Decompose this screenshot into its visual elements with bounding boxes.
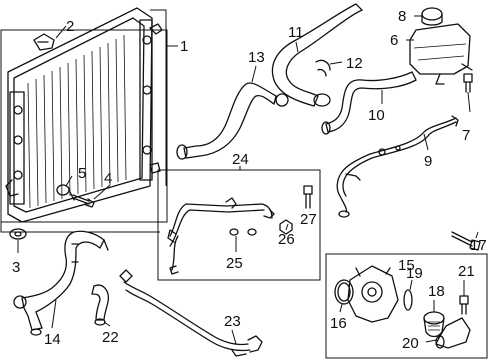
callout-15: 15 [398,257,415,274]
radiator-hose [183,82,277,159]
callout-8: 8 [398,8,406,25]
long-bolt [451,231,481,251]
nut [279,219,293,235]
callout-26: 26 [278,231,295,248]
callout-7: 7 [462,127,470,144]
callout-4: 4 [104,170,112,187]
small-hose [91,284,110,321]
callout-10: 10 [368,107,385,124]
housing-bolt [459,295,469,315]
thermostat-housing [347,265,399,323]
thermostat [423,311,445,338]
radiator [0,7,168,223]
callout-16: 16 [330,315,347,332]
bypass-pipe [336,117,457,213]
coolant-reservoir [409,23,473,85]
drain-plug [69,191,95,208]
callout-9: 9 [424,153,432,170]
grommet [9,228,27,240]
reservoir-cap [421,7,443,26]
callout-11: 11 [288,24,304,41]
callout-6: 6 [390,32,398,49]
callout-12: 12 [346,55,363,72]
callout-2: 2 [66,18,74,35]
reservoir-hose [325,71,417,133]
callout-1: 1 [180,38,188,55]
gasket [334,279,354,305]
heater-pipe-lower [123,281,251,352]
hose-clamp [315,59,331,77]
callout-18: 18 [428,283,445,300]
group-15-frame [325,253,488,359]
seal [403,289,413,311]
callout-19: 19 [406,265,423,282]
callout-13: 13 [248,49,265,66]
callout-3: 3 [12,259,20,276]
callout-5: 5 [78,165,86,182]
callout-21: 21 [458,263,475,280]
washer [229,228,239,236]
callout-17: 17 [470,237,487,254]
callout-25: 25 [226,255,243,272]
bolt [303,185,313,209]
upper-hose [271,3,364,107]
group-24-frame [157,169,321,281]
heater-pipes [169,203,273,271]
leader-lines [17,15,479,345]
clip-part [33,33,55,51]
callout-labels: 2 1 3 4 5 6 7 8 9 10 11 12 13 14 15 16 1… [12,8,487,352]
callout-22: 22 [102,329,119,346]
callout-27: 27 [300,211,317,228]
callout-20: 20 [402,335,419,352]
callout-14: 14 [44,331,61,348]
callout-23: 23 [224,313,241,330]
lower-hose [21,230,105,331]
o-ring [56,184,70,196]
reservoir-bolt [463,73,473,93]
callout-24: 24 [232,151,249,168]
